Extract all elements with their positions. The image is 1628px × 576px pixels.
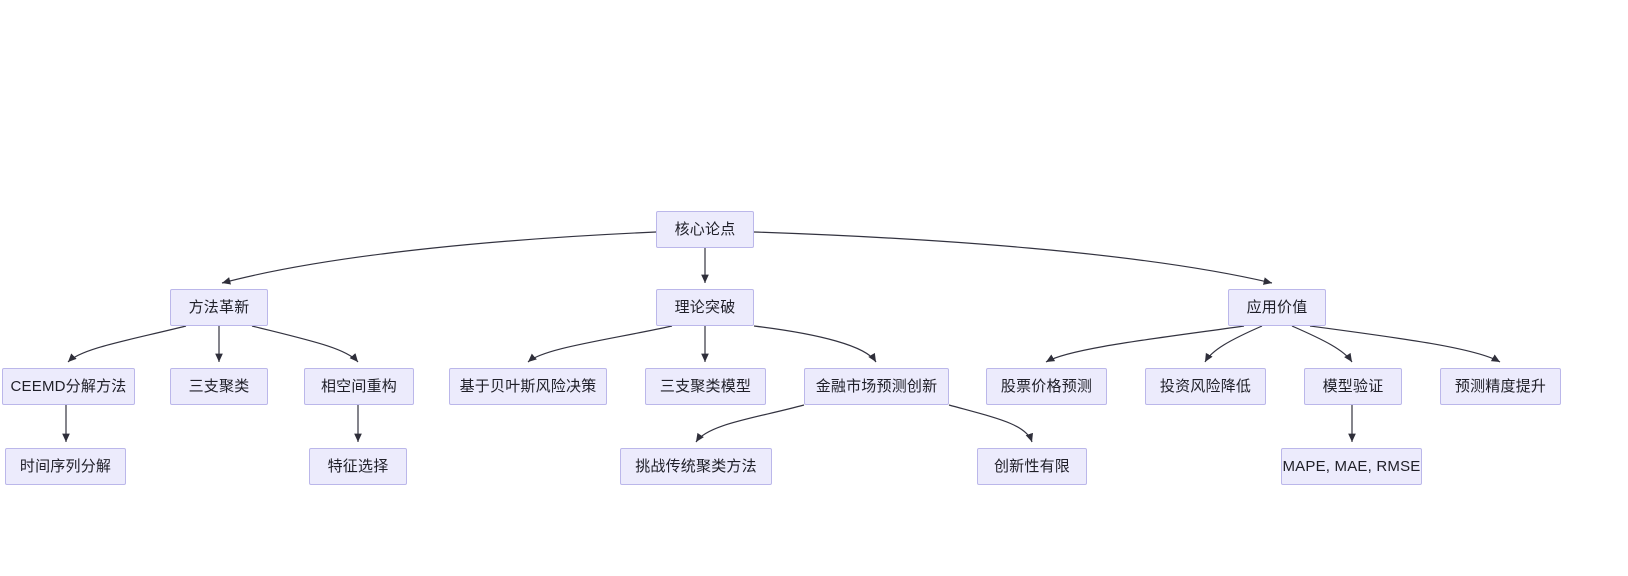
node-metrics[interactable]: MAPE, MAE, RMSE — [1281, 448, 1422, 485]
edge-apply-to-risk — [1204, 325, 1263, 363]
node-label-ceemd: CEEMD分解方法 — [10, 378, 127, 395]
edge-finance-to-limited — [948, 404, 1033, 443]
node-ceemd[interactable]: CEEMD分解方法 — [2, 368, 135, 405]
edge-apply-to-stock — [1045, 325, 1245, 363]
node-label-twcmodel: 三支聚类模型 — [659, 378, 752, 395]
node-phase[interactable]: 相空间重构 — [304, 368, 414, 405]
edge-theory-to-finance — [753, 325, 877, 363]
node-label-metrics: MAPE, MAE, RMSE — [1282, 458, 1421, 475]
edge-root-to-apply — [753, 231, 1273, 285]
node-accuracy[interactable]: 预测精度提升 — [1440, 368, 1561, 405]
edge-method-to-ceemd — [67, 325, 187, 363]
node-threeway[interactable]: 三支聚类 — [170, 368, 268, 405]
edge-paths — [62, 231, 1501, 443]
edge-theory-to-bayes — [527, 325, 673, 363]
node-challenge[interactable]: 挑战传统聚类方法 — [620, 448, 772, 485]
edge-root-to-method — [221, 231, 657, 285]
node-twcmodel[interactable]: 三支聚类模型 — [645, 368, 766, 405]
node-root[interactable]: 核心论点 — [656, 211, 754, 248]
node-tsdecomp[interactable]: 时间序列分解 — [5, 448, 126, 485]
edge-method-to-phase — [251, 325, 359, 363]
node-label-feature: 特征选择 — [327, 458, 389, 475]
node-label-root: 核心论点 — [674, 221, 736, 238]
node-limited[interactable]: 创新性有限 — [977, 448, 1087, 485]
node-label-stock: 股票价格预测 — [1000, 378, 1093, 395]
node-label-risk: 投资风险降低 — [1159, 378, 1252, 395]
node-label-bayes: 基于贝叶斯风险决策 — [459, 378, 597, 395]
edge-apply-to-accuracy — [1309, 325, 1501, 363]
node-label-threeway: 三支聚类 — [188, 378, 250, 395]
node-validate[interactable]: 模型验证 — [1304, 368, 1402, 405]
node-method[interactable]: 方法革新 — [170, 289, 268, 326]
node-label-accuracy: 预测精度提升 — [1454, 378, 1547, 395]
node-label-theory: 理论突破 — [674, 299, 736, 316]
node-bayes[interactable]: 基于贝叶斯风险决策 — [449, 368, 607, 405]
node-apply[interactable]: 应用价值 — [1228, 289, 1326, 326]
node-finance[interactable]: 金融市场预测创新 — [804, 368, 949, 405]
node-label-phase: 相空间重构 — [320, 378, 397, 395]
edge-apply-to-validate — [1291, 325, 1353, 363]
node-label-tsdecomp: 时间序列分解 — [19, 458, 112, 475]
edge-finance-to-challenge — [695, 404, 805, 443]
node-label-validate: 模型验证 — [1322, 378, 1384, 395]
node-label-finance: 金融市场预测创新 — [815, 378, 938, 395]
node-label-method: 方法革新 — [188, 299, 250, 316]
node-stock[interactable]: 股票价格预测 — [986, 368, 1107, 405]
node-label-limited: 创新性有限 — [993, 458, 1070, 475]
node-feature[interactable]: 特征选择 — [309, 448, 407, 485]
node-theory[interactable]: 理论突破 — [656, 289, 754, 326]
node-label-apply: 应用价值 — [1246, 299, 1308, 316]
node-label-challenge: 挑战传统聚类方法 — [635, 458, 757, 475]
node-risk[interactable]: 投资风险降低 — [1145, 368, 1266, 405]
